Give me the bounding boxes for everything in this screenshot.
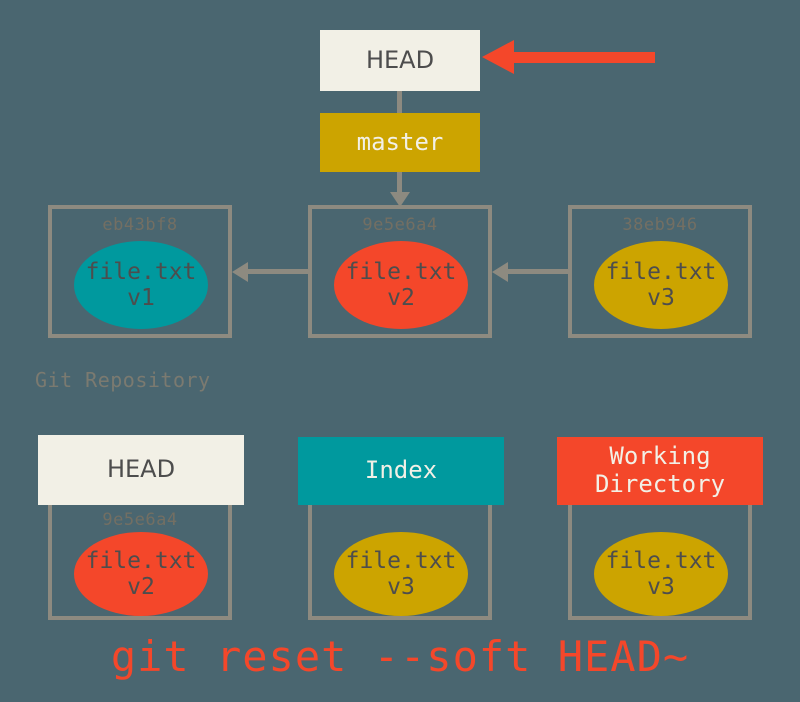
commit-box-9e5e6a4: 9e5e6a4 file.txt v2 xyxy=(308,205,492,338)
master-to-commit-line xyxy=(397,172,402,194)
commit-blob-filename-v1: file.txt xyxy=(85,258,197,285)
area-blob-filename-index: file.txt xyxy=(345,547,457,574)
master-branch-box: master xyxy=(320,113,480,172)
commit-blob-v2: file.txt v2 xyxy=(334,241,468,329)
commit-hash-eb43bf8: eb43bf8 xyxy=(102,215,178,235)
head-pointer-label: HEAD xyxy=(365,46,435,75)
parent-link-arrowhead-3-to-2 xyxy=(492,262,508,282)
area-blob-version-working-directory: v3 xyxy=(647,574,675,600)
area-hash-head: 9e5e6a4 xyxy=(102,510,178,530)
commit-blob-version-v1: v1 xyxy=(127,285,155,311)
commit-blob-filename-v3: file.txt xyxy=(605,258,717,285)
git-repository-label: Git Repository xyxy=(31,368,215,392)
commit-blob-version-v2: v2 xyxy=(387,285,415,311)
area-content-working-directory: file.txt v3 xyxy=(568,500,752,620)
area-header-label-head: HEAD xyxy=(106,455,176,484)
area-content-index: file.txt v3 xyxy=(308,500,492,620)
area-header-label-index: Index xyxy=(364,456,438,485)
area-content-head: 9e5e6a4 file.txt v2 xyxy=(48,500,232,620)
area-header-working-directory: Working Directory xyxy=(557,437,763,505)
commit-hash-38eb946: 38eb946 xyxy=(622,215,698,235)
parent-link-arrowhead-2-to-1 xyxy=(232,262,248,282)
head-pointer-box: HEAD xyxy=(320,30,480,91)
commit-blob-version-v3: v3 xyxy=(647,285,675,311)
parent-link-line-3-to-2 xyxy=(508,269,568,274)
commit-box-eb43bf8: eb43bf8 file.txt v1 xyxy=(48,205,232,338)
command-caption: git reset --soft HEAD~ xyxy=(110,632,690,681)
area-blob-filename-head: file.txt xyxy=(85,547,197,574)
head-to-master-line xyxy=(397,91,402,114)
area-header-head: HEAD xyxy=(38,435,244,505)
area-header-index: Index xyxy=(298,437,504,505)
area-blob-index: file.txt v3 xyxy=(334,532,468,616)
head-moved-arrow-shaft xyxy=(512,52,655,63)
area-blob-head: file.txt v2 xyxy=(74,532,208,616)
area-header-label-working-directory: Working Directory xyxy=(594,442,726,498)
commit-box-38eb946: 38eb946 file.txt v3 xyxy=(568,205,752,338)
area-blob-version-index: v3 xyxy=(387,574,415,600)
area-blob-working-directory: file.txt v3 xyxy=(594,532,728,616)
commit-blob-v3: file.txt v3 xyxy=(594,241,728,329)
commit-blob-filename-v2: file.txt xyxy=(345,258,457,285)
area-blob-version-head: v2 xyxy=(127,574,155,600)
commit-hash-9e5e6a4: 9e5e6a4 xyxy=(362,215,438,235)
area-blob-filename-working-directory: file.txt xyxy=(605,547,717,574)
parent-link-line-2-to-1 xyxy=(248,269,308,274)
master-branch-label: master xyxy=(356,128,444,157)
head-moved-arrow-head xyxy=(482,40,514,74)
master-to-commit-arrowhead xyxy=(390,192,410,207)
commit-blob-v1: file.txt v1 xyxy=(74,241,208,329)
